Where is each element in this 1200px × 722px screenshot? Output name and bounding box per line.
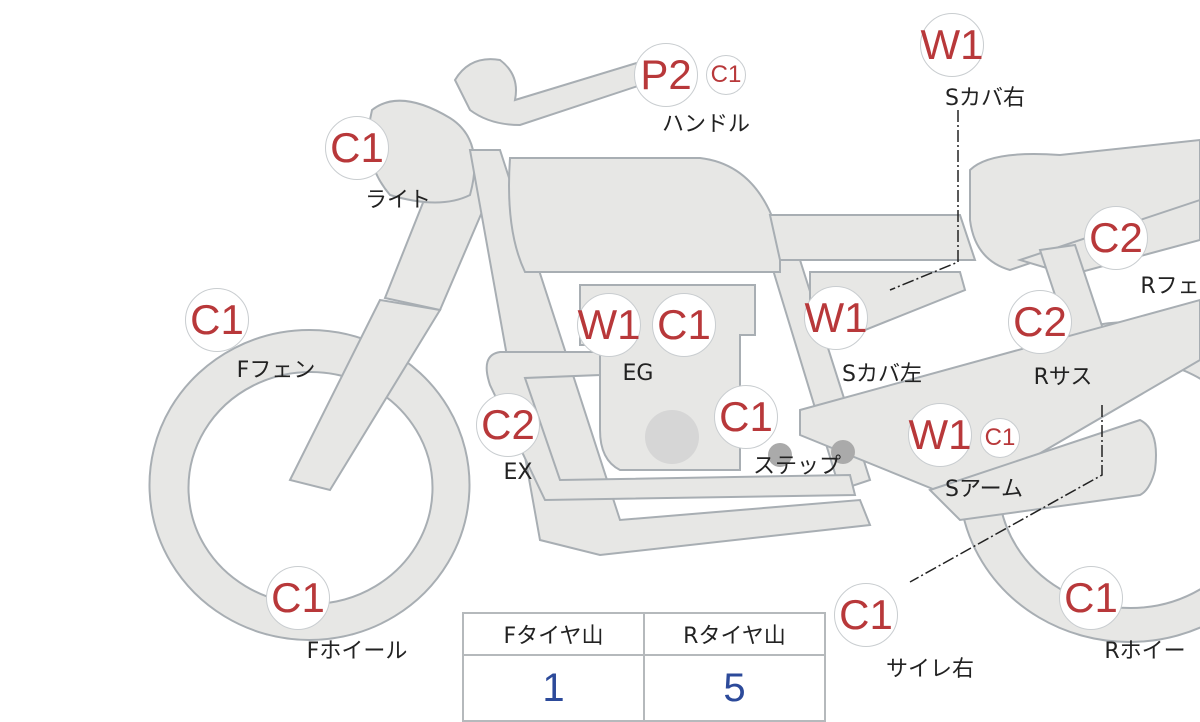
label-rsus: Rサス <box>1033 365 1093 390</box>
label-scover-left: Sカバ左 <box>842 362 922 387</box>
fuel-tank <box>508 157 781 273</box>
marker-exhaust-c2: C2 <box>476 393 540 457</box>
marker-handle-c1: C1 <box>706 55 746 95</box>
label-step: ステップ <box>752 454 842 479</box>
label-rfender: Rフェ <box>1140 274 1200 299</box>
label-silencer: サイレ右 <box>885 657 975 682</box>
rear-tire-header: Rタイヤ山 <box>643 612 826 656</box>
footpeg <box>831 440 855 464</box>
label-exhaust: EX <box>503 460 533 485</box>
label-rwheel: Rホイー <box>1104 639 1186 664</box>
marker-swingarm-w1: W1 <box>908 403 972 467</box>
marker-ffender-c1: C1 <box>185 288 249 352</box>
exhaust-pipe <box>485 351 857 502</box>
footpeg <box>768 443 792 467</box>
front-fork <box>288 298 442 492</box>
marker-scover-right-w1: W1 <box>920 13 984 77</box>
silencer <box>928 418 1157 522</box>
seat <box>768 214 977 261</box>
label-scover-right: Sカバ右 <box>945 86 1025 111</box>
marker-engine-c1: C1 <box>652 293 716 357</box>
handlebar <box>453 58 652 127</box>
marker-engine-w1: W1 <box>577 293 641 357</box>
label-light: ライト <box>364 188 432 213</box>
marker-handle-p2: P2 <box>634 43 698 107</box>
front-tire-header: Fタイヤ山 <box>462 612 645 656</box>
marker-rwheel-c1: C1 <box>1059 566 1123 630</box>
label-handle: ハンドル <box>661 112 751 137</box>
leader-line <box>889 110 959 291</box>
marker-swingarm-c1: C1 <box>980 418 1020 458</box>
front-tire-value: 1 <box>462 654 645 722</box>
marker-scover-left-w1: W1 <box>804 286 868 350</box>
label-swingarm: Sアーム <box>945 477 1023 502</box>
marker-step-c1: C1 <box>714 385 778 449</box>
marker-light-c1: C1 <box>325 116 389 180</box>
tire-tread-table: Fタイヤ山 Rタイヤ山 1 5 <box>462 612 826 722</box>
marker-silencer-c1: C1 <box>834 583 898 647</box>
marker-fwheel-c1: C1 <box>266 566 330 630</box>
rear-cowl <box>969 138 1200 272</box>
label-ffender: Fフェン <box>236 358 316 383</box>
leader-line <box>909 405 1103 583</box>
swingarm <box>799 298 1200 502</box>
label-fwheel: Fホイール <box>306 639 408 664</box>
label-engine: EG <box>622 361 654 386</box>
marker-rfender-c2: C2 <box>1084 206 1148 270</box>
rear-tire-value: 5 <box>643 654 826 722</box>
engine-cover <box>645 410 699 464</box>
marker-rsus-c2: C2 <box>1008 290 1072 354</box>
